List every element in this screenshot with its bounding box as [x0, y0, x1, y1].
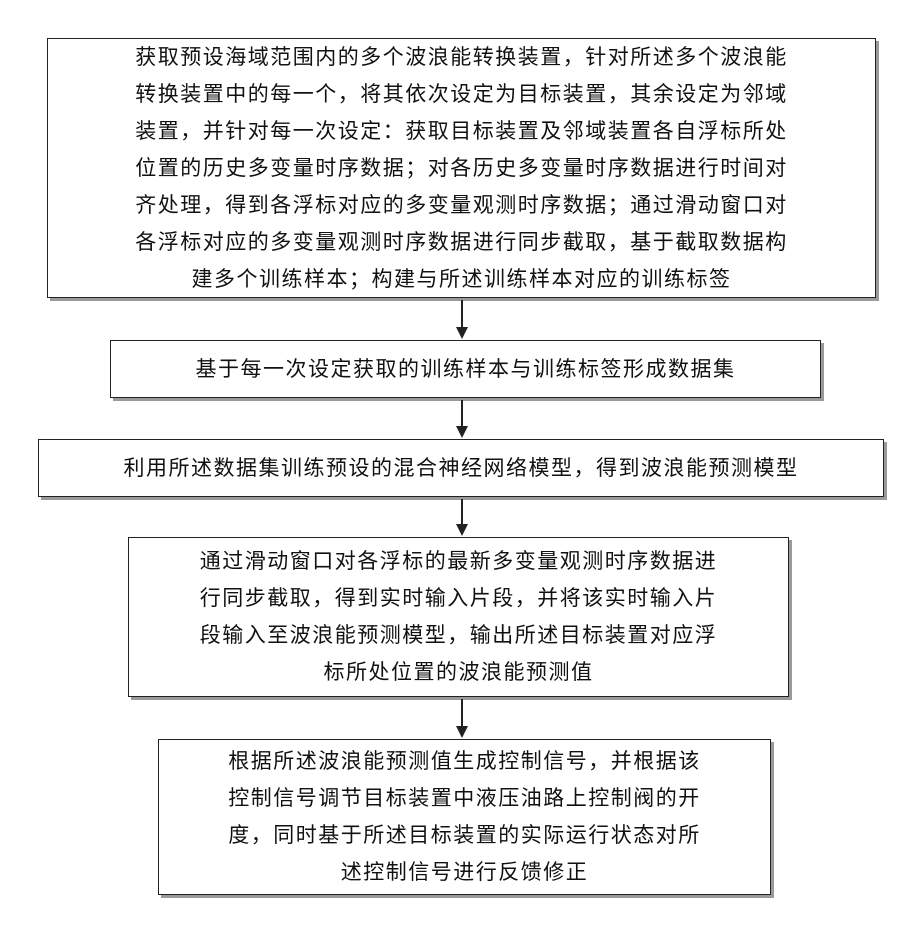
flow-step-1-line: 齐处理，得到各浮标对应的多变量观测时序数据；通过滑动窗口对 [135, 187, 788, 224]
flow-step-2: 基于每一次设定获取的训练样本与训练标签形成数据集 [110, 340, 821, 398]
flow-step-4-line: 标所处位置的波浪能预测值 [200, 654, 718, 691]
flow-step-4-line: 通过滑动窗口对各浮标的最新多变量观测时序数据进 [200, 543, 718, 580]
flow-arrow-3-to-4 [456, 499, 468, 536]
flow-step-4-line: 行同步截取，得到实时输入片段，并将该实时输入片 [200, 580, 718, 617]
flow-step-4-text: 通过滑动窗口对各浮标的最新多变量观测时序数据进 行同步截取，得到实时输入片段，并… [200, 543, 718, 691]
flow-arrow-2-to-3 [456, 400, 468, 438]
flow-step-1-line: 获取预设海域范围内的多个波浪能转换装置，针对所述多个波浪能 [135, 39, 788, 76]
arrow-shaft [461, 699, 463, 727]
arrow-down-icon [456, 726, 468, 738]
flow-step-5-text: 根据所述波浪能预测值生成控制信号，并根据该 控制信号调节目标装置中液压油路上控制… [228, 743, 701, 891]
flow-step-3-line: 利用所述数据集训练预设的混合神经网络模型，得到波浪能预测模型 [124, 450, 799, 487]
flow-step-1-text: 获取预设海域范围内的多个波浪能转换装置，针对所述多个波浪能 转换装置中的每一个，… [135, 39, 788, 298]
arrow-down-icon [456, 426, 468, 438]
arrow-shaft [461, 300, 463, 328]
flow-step-1-line: 建多个训练样本；构建与所述训练样本对应的训练标签 [135, 261, 788, 298]
flow-step-5-line: 根据所述波浪能预测值生成控制信号，并根据该 [228, 743, 701, 780]
flow-step-1-line: 各浮标对应的多变量观测时序数据进行同步截取，基于截取数据构 [135, 224, 788, 261]
flow-step-5-line: 述控制信号进行反馈修正 [228, 854, 701, 891]
flow-step-5: 根据所述波浪能预测值生成控制信号，并根据该 控制信号调节目标装置中液压油路上控制… [158, 739, 771, 895]
flow-step-1-line: 装置，并针对每一次设定：获取目标装置及邻域装置各自浮标所处 [135, 113, 788, 150]
flow-step-3-text: 利用所述数据集训练预设的混合神经网络模型，得到波浪能预测模型 [124, 450, 799, 487]
flow-step-4-line: 段输入至波浪能预测模型，输出所述目标装置对应浮 [200, 617, 718, 654]
flow-arrow-1-to-2 [456, 300, 468, 339]
flow-step-1-line: 转换装置中的每一个，将其依次设定为目标装置，其余设定为邻域 [135, 76, 788, 113]
flow-step-2-text: 基于每一次设定获取的训练样本与训练标签形成数据集 [196, 351, 736, 388]
flow-step-4: 通过滑动窗口对各浮标的最新多变量观测时序数据进 行同步截取，得到实时输入片段，并… [128, 537, 789, 697]
flow-step-2-line: 基于每一次设定获取的训练样本与训练标签形成数据集 [196, 351, 736, 388]
arrow-down-icon [456, 327, 468, 339]
flow-arrow-4-to-5 [456, 699, 468, 738]
flow-step-1-line: 位置的历史多变量时序数据；对各历史多变量时序数据进行时间对 [135, 150, 788, 187]
flow-step-1: 获取预设海域范围内的多个波浪能转换装置，针对所述多个波浪能 转换装置中的每一个，… [47, 38, 876, 298]
arrow-shaft [461, 400, 463, 427]
flow-step-5-line: 度，同时基于所述目标装置的实际运行状态对所 [228, 817, 701, 854]
arrow-down-icon [456, 524, 468, 536]
arrow-shaft [461, 499, 463, 525]
flow-step-5-line: 控制信号调节目标装置中液压油路上控制阀的开 [228, 780, 701, 817]
flow-step-3: 利用所述数据集训练预设的混合神经网络模型，得到波浪能预测模型 [38, 439, 884, 497]
